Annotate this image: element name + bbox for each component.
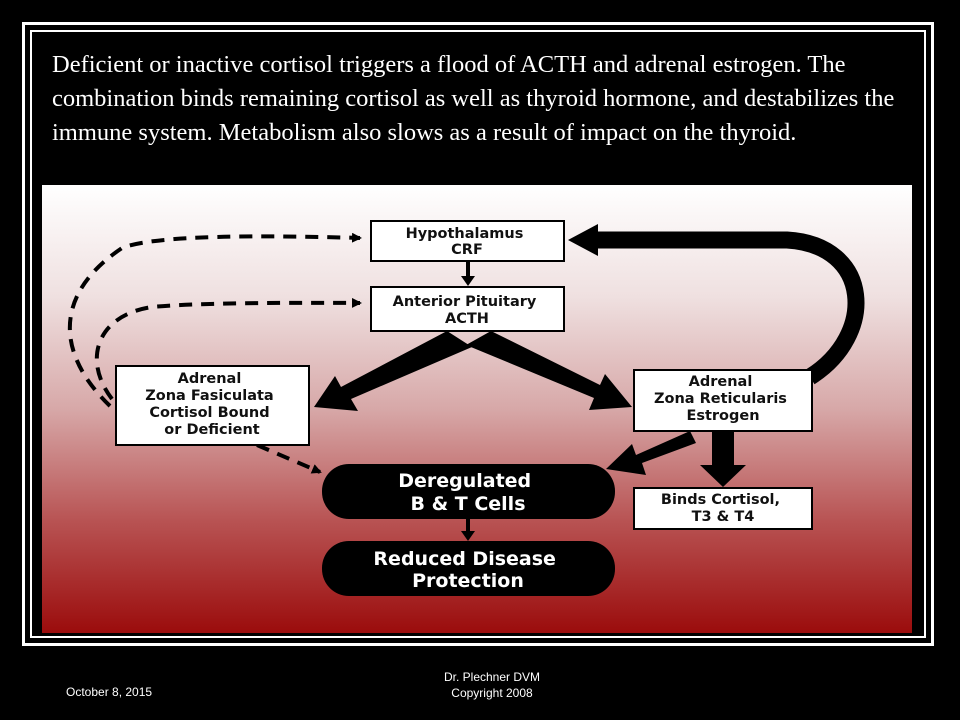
dashed-arrow-to-deregulated [256,443,322,474]
fasiculata-line3: Cortisol Bound [149,405,269,421]
reduced-line2: Protection [412,570,524,592]
dashed-arrow-to-pituitary [94,297,362,401]
deregulated-line2: B & T Cells [410,493,525,515]
hypothalamus-sublabel: CRF [451,242,483,258]
feedback-arrow-reticularis-to-hypothalamus [594,231,865,385]
footer-copyright: Copyright 2008 [451,686,533,700]
footer-author-name: Dr. Plechner DVM [443,670,541,684]
footer-date: October 8, 2015 [66,685,153,699]
fasiculata-box [115,365,310,446]
svg-text:Binds Cortisol, T3 & T4: Binds Cortisol, T3 & T4 [661,492,785,525]
svg-text:Reduced Disease Protecti: Reduced Disease Protection [373,548,562,592]
diagram-canvas: Hypothalamus CRF Anterior Pituitary ACTH… [67,220,865,596]
pituitary-box [370,286,565,332]
arrow-pituitary-to-reticularis [466,331,632,410]
arrow-pituitary-to-fasiculata [314,331,472,411]
svg-text:Deregulated B & T Cells: Deregulated B & T Cells [398,470,538,515]
slide-body-text: Deficient or inactive cortisol triggers … [52,51,895,146]
arrow-reticularis-to-binds [700,432,746,487]
reticularis-line3: Estrogen [686,408,759,424]
fasiculata-line1: Adrenal [178,371,242,387]
feedback-arrowhead [568,224,598,256]
pituitary-sublabel: ACTH [445,311,489,327]
fasiculata-line4: or Deficient [164,422,260,438]
svg-text:Hypothalamus CRF: Hypothalamus CRF [406,226,529,258]
reticularis-box [633,369,813,432]
reticularis-line1: Adrenal [689,374,753,390]
binds-box [633,487,813,530]
slide-inner-border [30,30,926,638]
binds-line1: Binds Cortisol, [661,492,780,508]
reticularis-line2: Zona Reticularis [654,391,787,407]
fasiculata-line2: Zona Fasiculata [145,388,273,404]
reduced-line1: Reduced Disease [373,548,556,570]
deregulated-line1: Deregulated [398,470,531,492]
svg-text:Adrenal Zona Reticularis: Adrenal Zona Reticularis Estrogen [654,374,792,424]
svg-text:Adrenal Zona Fasiculata: Adrenal Zona Fasiculata Cortisol Bound o… [145,371,279,438]
footer-author: Dr. Plechner DVM Copyright 2008 [380,669,604,701]
binds-line2: T3 & T4 [692,509,755,525]
svg-text:Anterior Pituitary ACTH: Anterior Pituitary ACTH [393,294,542,327]
arrow-reticularis-to-deregulated [606,431,696,475]
hormone-flow-diagram: Hypothalamus CRF Anterior Pituitary ACTH… [42,185,912,633]
pituitary-label: Anterior Pituitary [393,294,537,310]
reduced-pill [322,541,615,596]
hypothalamus-label: Hypothalamus [406,226,524,242]
deregulated-pill [322,464,615,519]
slide-outer-border [22,22,934,646]
hypothalamus-box [370,220,565,262]
